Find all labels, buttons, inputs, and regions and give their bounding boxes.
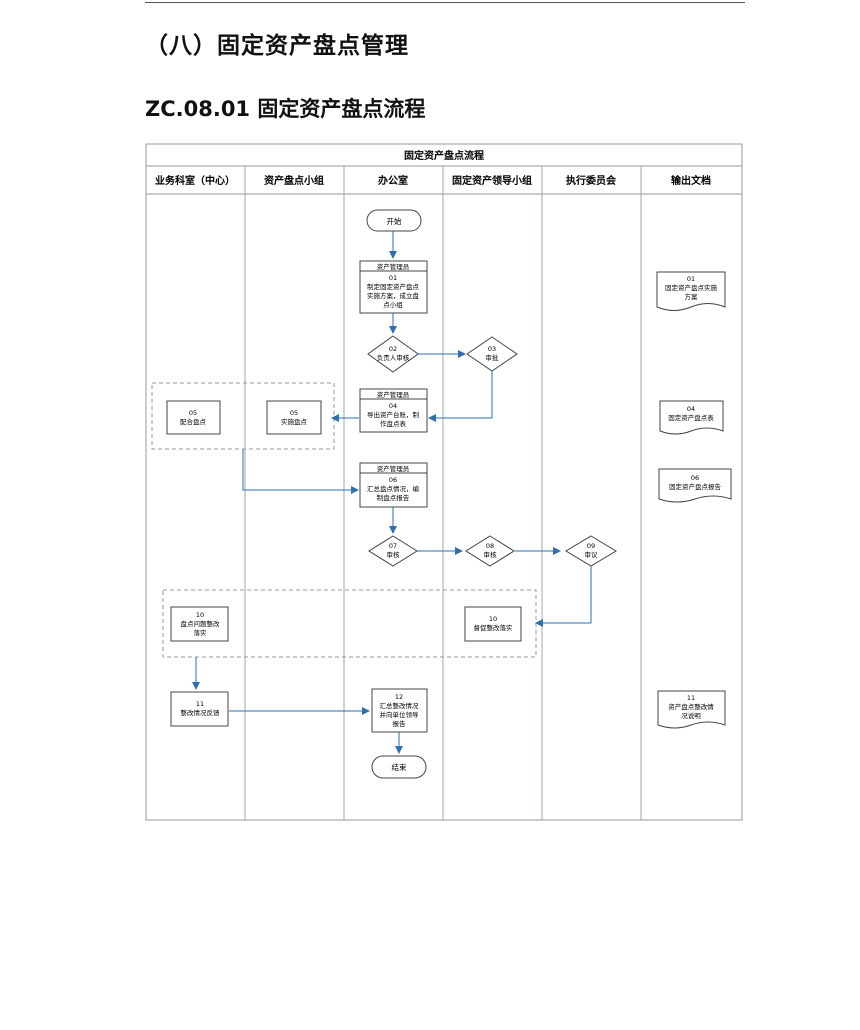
process-step-12-text: 并向单位领导 xyxy=(380,710,420,719)
decision-step-07 xyxy=(368,535,418,567)
decision-step-03-number: 03 xyxy=(488,345,496,353)
decision-step-09-label: 审议 xyxy=(585,550,599,559)
process-step-06 xyxy=(359,462,428,508)
decision-step-09-number: 09 xyxy=(587,542,595,550)
process-step-04 xyxy=(359,388,428,433)
decision-step-08-label: 审核 xyxy=(484,550,498,559)
flowchart: 固定资产盘点流程 业务科室（中心） 资产盘点小组 办公室 固定资产领导小组 执行… xyxy=(145,143,743,827)
document-01-text: 方案 xyxy=(685,292,699,301)
decision-step-03 xyxy=(466,336,518,372)
lane-header-business-dept: 业务科室（中心） xyxy=(155,174,235,187)
process-step-05-implement-label: 实施盘点 xyxy=(281,417,308,426)
document-04-number: 04 xyxy=(687,405,695,413)
decision-step-02-label: 负责人审核 xyxy=(377,353,410,362)
lane-header-executive-committee: 执行委员会 xyxy=(566,174,616,187)
process-step-01-text: 点小组 xyxy=(383,300,403,309)
decision-step-02 xyxy=(367,335,419,373)
decision-step-08-number: 08 xyxy=(486,542,494,550)
document-11-text: 况说明 xyxy=(681,711,701,720)
process-step-06-number: 06 xyxy=(389,476,397,484)
process-step-05-cooperate-number: 05 xyxy=(189,409,197,417)
process-step-12 xyxy=(371,688,428,733)
document-11-text: 资产盘点整改情 xyxy=(668,702,714,711)
lane-header-office: 办公室 xyxy=(378,174,408,187)
start-label: 开始 xyxy=(387,216,402,226)
process-step-11-number: 11 xyxy=(196,700,204,708)
process-step-10-supervise-text: 督促整改落实 xyxy=(474,623,514,632)
lane-header-inventory-team: 资产盘点小组 xyxy=(264,174,324,187)
decision-step-07-label: 审核 xyxy=(387,550,401,559)
process-step-11-label: 整改情况反馈 xyxy=(181,708,221,717)
decision-step-09 xyxy=(565,535,617,567)
connectors xyxy=(192,231,592,754)
decision-step-02-number: 02 xyxy=(389,345,397,353)
process-step-01-role: 资产管理员 xyxy=(377,262,410,271)
end-terminator xyxy=(371,755,427,779)
lane-header-leading-group: 固定资产领导小组 xyxy=(452,174,532,187)
document-01-number: 01 xyxy=(687,275,695,283)
document-01-text: 固定资产盘点实施 xyxy=(665,283,718,292)
document-01 xyxy=(656,271,726,311)
start-terminator xyxy=(366,209,422,232)
process-step-05-cooperate-label: 配合盘点 xyxy=(180,417,207,426)
document-06-number: 06 xyxy=(691,474,699,482)
process-step-01-text: 制定固定资产盘点 xyxy=(367,282,420,291)
flowchart-frame xyxy=(145,143,743,821)
end-label: 结束 xyxy=(392,762,407,772)
process-step-05-implement xyxy=(266,400,322,435)
flowchart-title: 固定资产盘点流程 xyxy=(404,149,484,162)
process-step-04-number: 04 xyxy=(389,402,397,410)
process-step-01-number: 01 xyxy=(389,274,397,282)
process-step-06-role: 资产管理员 xyxy=(377,464,410,473)
document-06-text: 固定资产盘点报告 xyxy=(669,482,722,491)
process-step-01-text: 实施方案，成立盘 xyxy=(367,291,420,300)
process-step-04-text: 导出资产台账，制 xyxy=(367,410,420,419)
process-step-12-number: 12 xyxy=(395,693,403,701)
flowchart-title-bar xyxy=(145,143,743,167)
decision-step-08 xyxy=(465,535,515,567)
process-step-10-rectify-text: 盘点问题整改 xyxy=(181,619,221,628)
process-step-10-rectify-text: 落实 xyxy=(194,628,208,637)
process-step-10-supervise xyxy=(464,606,522,642)
process-step-10-rectify xyxy=(170,606,229,642)
document-04 xyxy=(659,400,724,435)
process-step-04-role: 资产管理员 xyxy=(377,390,410,399)
lane-header-output-docs: 输出文档 xyxy=(671,174,711,187)
document-11-number: 11 xyxy=(687,694,695,702)
process-step-12-text: 报告 xyxy=(393,719,407,728)
process-step-04-text: 作盘点表 xyxy=(380,419,407,428)
process-step-06-text: 汇总盘点情况，编 xyxy=(367,484,420,493)
top-rule xyxy=(145,2,745,3)
process-step-05-cooperate xyxy=(166,400,221,435)
document-11 xyxy=(657,690,726,729)
process-step-12-text: 汇总整改情况 xyxy=(380,701,420,710)
document-04-text: 固定资产盘点表 xyxy=(668,413,714,422)
process-step-06-text: 制盘点报告 xyxy=(377,493,410,502)
section-title: （八）固定资产盘点管理 xyxy=(145,33,409,59)
sub-title: ZC.08.01 固定资产盘点流程 xyxy=(145,97,426,121)
document-06 xyxy=(658,468,732,503)
process-step-05-implement-number: 05 xyxy=(290,409,298,417)
process-step-10-rectify-number: 10 xyxy=(196,611,204,619)
process-step-11 xyxy=(170,691,229,727)
decision-step-07-number: 07 xyxy=(389,542,397,550)
process-step-01 xyxy=(359,260,428,314)
decision-step-03-label: 审批 xyxy=(486,353,500,362)
process-step-10-supervise-number: 10 xyxy=(489,615,497,623)
